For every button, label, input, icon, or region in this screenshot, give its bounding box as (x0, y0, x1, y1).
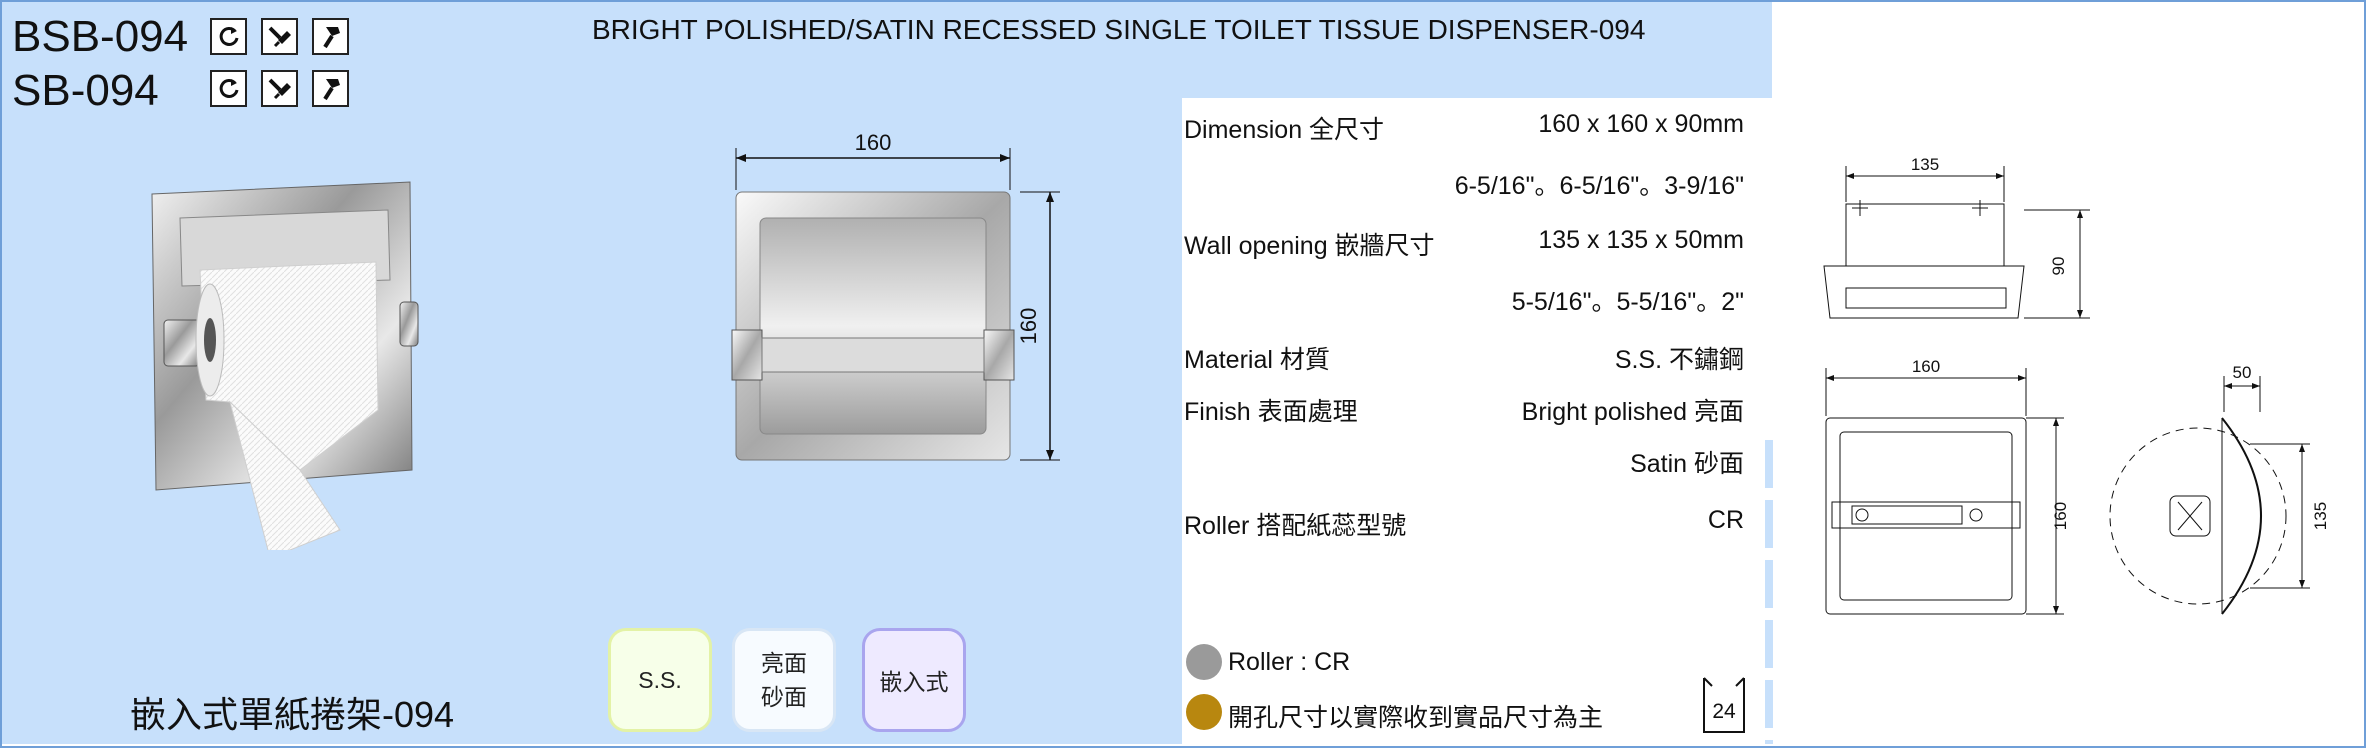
spec-panel (1182, 98, 1770, 744)
product-chinese-name: 嵌入式單紙捲架-094 (130, 694, 455, 735)
page-number-box (1703, 677, 1745, 733)
model-bsb-094: BSB-094 (12, 12, 189, 61)
technical-drawings: 135 90 160 160 50 135 (1823, 155, 2330, 615)
front-view-drawing: 160 160 (731, 130, 1060, 461)
top-depth-dim: 90 (2049, 257, 2068, 276)
hammer-icon (312, 18, 349, 55)
page-number: 24 (1712, 700, 1736, 723)
product-photo (151, 181, 419, 550)
badge-mount: 嵌入式 (862, 628, 966, 732)
hammer-icon (312, 70, 349, 107)
screw-icon (261, 18, 298, 55)
product-title: BRIGHT POLISHED/SATIN RECESSED SINGLE TO… (592, 14, 1646, 45)
badge-finish: 亮面砂面 (732, 628, 836, 732)
side-depth-dim: 50 (2233, 363, 2252, 382)
model-sb-094: SB-094 (12, 66, 159, 115)
divider-dashes (1765, 440, 1773, 744)
badge-material: S.S. (608, 628, 712, 732)
rotate-icon (210, 70, 247, 107)
header-band (1182, 2, 1772, 98)
note-roller: Roller : CR (1228, 648, 1351, 676)
front-height-dim: 160 (1016, 308, 1041, 345)
opening-dot (1186, 694, 1222, 730)
roller-dot (1186, 644, 1222, 680)
side-height-dim: 135 (2311, 502, 2330, 530)
rotate-icon (210, 18, 247, 55)
front-width-dim: 160 (855, 130, 892, 155)
note-opening: 開孔尺寸以實際收到實品尺寸為主 (1228, 704, 1604, 732)
front-draw-height-dim: 160 (2051, 502, 2070, 530)
screw-icon (261, 70, 298, 107)
top-width-dim: 135 (1911, 155, 1939, 174)
icon-row-bsb (210, 18, 349, 55)
icon-row-sb (210, 70, 349, 107)
front-draw-width-dim: 160 (1912, 357, 1940, 376)
